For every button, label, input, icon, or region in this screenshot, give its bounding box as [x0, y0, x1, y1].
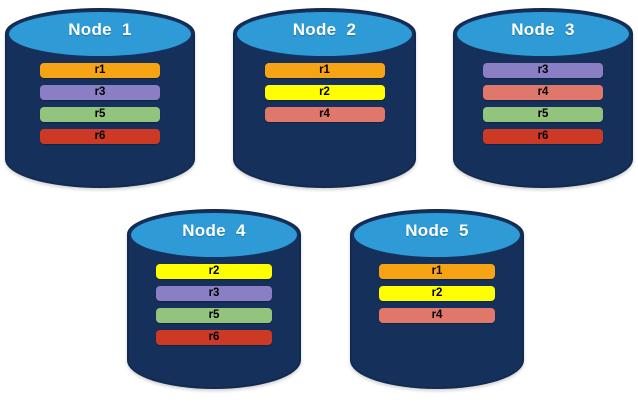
replica-list: r1 r3 r5 r6	[5, 63, 195, 151]
node-label: Node 1	[68, 20, 132, 39]
replica-bar[interactable]: r1	[264, 63, 385, 78]
node-4[interactable]: Node 4 r2 r3 r5 r6	[127, 209, 301, 389]
replica-bar[interactable]: r1	[40, 63, 160, 78]
replica-bar[interactable]: r2	[379, 286, 495, 301]
cylinder-top-disc	[129, 211, 299, 259]
replica-bar[interactable]: r2	[156, 264, 272, 279]
replica-bar[interactable]: r5	[483, 107, 603, 122]
replica-bar[interactable]: r6	[483, 129, 603, 144]
replica-bar[interactable]: r4	[264, 107, 385, 122]
cylinder-top-disc	[352, 211, 522, 259]
node-label: Node 4	[182, 221, 246, 240]
replica-bar[interactable]: r5	[40, 107, 160, 122]
cylinder-top-disc	[455, 10, 631, 58]
node-5[interactable]: Node 5 r1 r2 r4	[350, 209, 524, 389]
replica-bar[interactable]: r1	[379, 264, 495, 279]
node-1[interactable]: Node 1 r1 r3 r5 r6	[5, 8, 195, 188]
node-2[interactable]: Node 2 r1 r2 r4	[233, 8, 416, 188]
replica-bar[interactable]: r2	[264, 85, 385, 100]
replica-bar[interactable]: r6	[156, 330, 272, 345]
replica-bar[interactable]: r6	[40, 129, 160, 144]
replica-bar[interactable]: r4	[483, 85, 603, 100]
replica-list: r3 r4 r5 r6	[453, 63, 633, 151]
replica-bar[interactable]: r5	[156, 308, 272, 323]
node-label: Node 2	[292, 20, 357, 39]
replica-bar[interactable]: r4	[379, 308, 495, 323]
replica-list: r1 r2 r4	[233, 63, 416, 129]
replica-bar[interactable]: r3	[483, 63, 603, 78]
cylinder-top-disc	[7, 10, 193, 58]
cylinder-top-disc	[235, 10, 414, 58]
replica-bar[interactable]: r3	[156, 286, 272, 301]
replica-list: r1 r2 r4	[350, 264, 524, 330]
replica-list: r2 r3 r5 r6	[127, 264, 301, 352]
node-label: Node 3	[511, 20, 575, 39]
replica-bar[interactable]: r3	[40, 85, 160, 100]
node-label: Node 5	[405, 221, 469, 240]
node-3[interactable]: Node 3 r3 r4 r5 r6	[453, 8, 633, 188]
